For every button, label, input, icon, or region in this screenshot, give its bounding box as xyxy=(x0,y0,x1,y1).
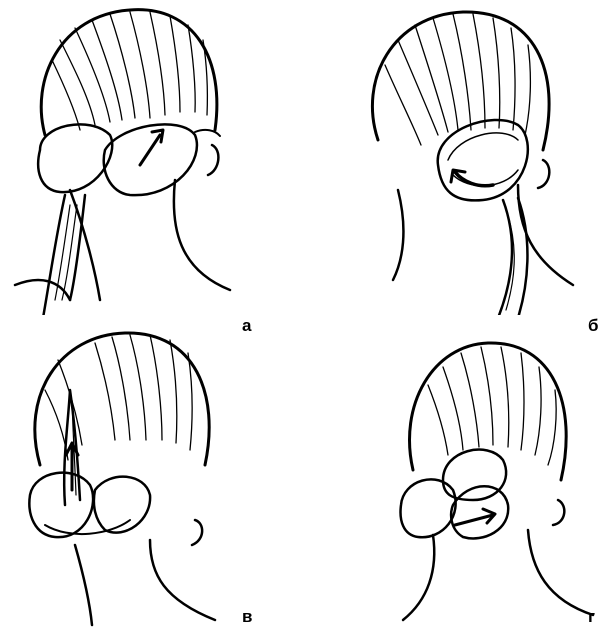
hair-strands xyxy=(428,347,556,465)
neck-right xyxy=(150,540,215,620)
ponytail xyxy=(498,198,527,315)
right-loop xyxy=(104,124,197,195)
head-outline xyxy=(410,343,567,480)
ear xyxy=(208,145,218,175)
panel-v-drawing xyxy=(0,315,303,631)
ear xyxy=(538,160,549,188)
direction-arrow xyxy=(455,172,493,186)
left-loop xyxy=(401,479,456,537)
panel-b-drawing xyxy=(303,0,606,315)
ear xyxy=(553,500,564,525)
neck-left xyxy=(393,190,403,280)
shoulder xyxy=(15,280,70,300)
left-loop xyxy=(38,124,112,192)
neck-left xyxy=(75,545,92,625)
panel-g-drawing xyxy=(303,315,606,631)
head-outline xyxy=(35,333,209,465)
panel-v: в xyxy=(0,315,303,630)
top-bun xyxy=(443,450,506,500)
panel-b: б xyxy=(303,0,606,315)
hair-strands xyxy=(52,12,207,130)
right-loop xyxy=(451,486,508,538)
bun xyxy=(438,120,528,200)
panel-label-v: в xyxy=(242,608,252,625)
panel-label-g: г xyxy=(588,608,595,625)
ear xyxy=(192,520,202,545)
head-outline xyxy=(41,10,217,135)
direction-arrow xyxy=(140,135,160,165)
panel-g: г xyxy=(303,315,606,630)
left-loop xyxy=(29,473,93,538)
neck-right xyxy=(174,180,230,290)
neck-left xyxy=(403,535,434,620)
panel-a: а xyxy=(0,0,303,315)
neck-right xyxy=(528,530,593,615)
panel-a-drawing xyxy=(0,0,303,315)
